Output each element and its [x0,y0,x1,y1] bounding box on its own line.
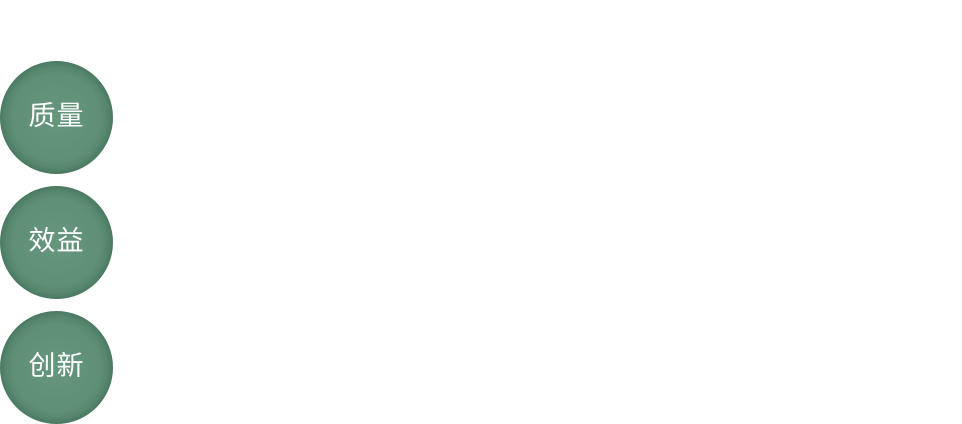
circle-innovation: 创新 [0,311,113,424]
circle-label-quality: 质量 [28,101,85,132]
circle-label-benefit: 效益 [28,226,85,257]
circle-stack: 质量 效益 创新 [0,61,114,424]
circle-label-innovation: 创新 [28,351,85,382]
circle-benefit: 效益 [0,186,113,299]
circle-quality: 质量 [0,61,113,174]
